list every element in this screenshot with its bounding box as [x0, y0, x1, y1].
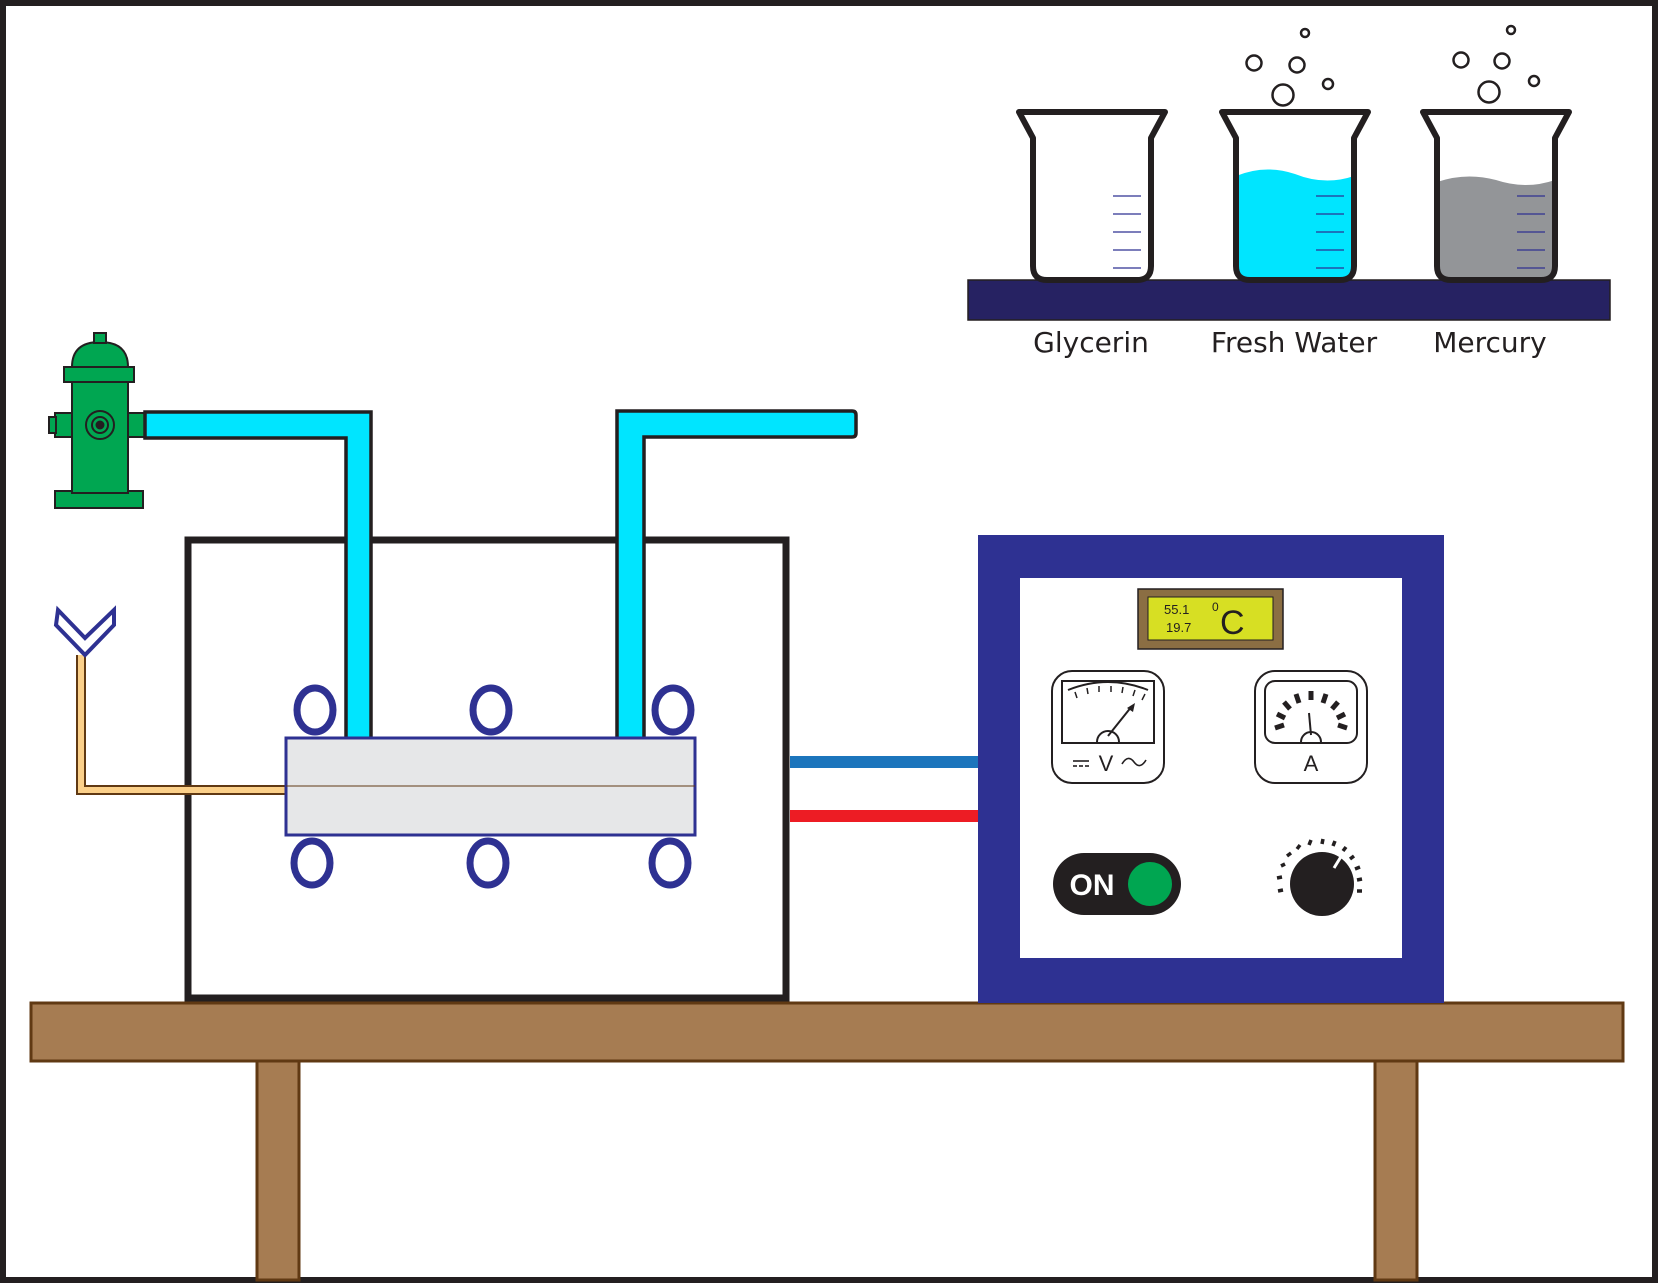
table-leg-left: [255, 1058, 301, 1282]
table-leg-right: [1373, 1058, 1419, 1282]
beaker-label-mercury: Mercury: [1433, 326, 1547, 359]
voltmeter-icon: V: [1051, 670, 1165, 784]
outlet-water-pipe: [615, 409, 858, 743]
bubbles-mercury: [1452, 24, 1541, 104]
beaker-fresh-water[interactable]: [1219, 109, 1371, 283]
power-switch-label: ON: [1070, 869, 1115, 902]
graduation-marks: [1517, 195, 1545, 269]
power-indicator-light: [1128, 862, 1172, 906]
beaker-liquid: [1437, 176, 1555, 280]
beaker-shelf: [967, 279, 1611, 321]
graduation-marks: [1113, 195, 1141, 269]
beaker-body: [1420, 109, 1572, 283]
temperature-display: 55.1 19.7 0 C: [1137, 588, 1284, 650]
display-degree-mark: 0: [1212, 600, 1219, 614]
beaker-label-glycerin: Glycerin: [1033, 326, 1149, 359]
table-top: [29, 1001, 1625, 1063]
beaker-mercury[interactable]: [1420, 109, 1572, 283]
display-reading-2: 19.7: [1166, 620, 1191, 635]
knob-body: [1290, 852, 1354, 916]
display-reading-1: 55.1: [1164, 602, 1189, 617]
power-switch[interactable]: ON: [1053, 853, 1181, 915]
ammeter-label: A: [1304, 751, 1319, 776]
wire-red: [790, 810, 978, 822]
voltmeter-label: V: [1099, 751, 1114, 776]
beaker-glycerin[interactable]: [1016, 109, 1168, 283]
bubbles-fresh-water: [1245, 27, 1335, 107]
control-knob[interactable]: [1276, 838, 1363, 916]
beaker-body: [1016, 109, 1168, 283]
knob-pointer: [1332, 854, 1344, 869]
probe-funnel-icon: [53, 605, 116, 658]
ammeter-icon: A: [1254, 670, 1368, 784]
beaker-label-fresh-water: Fresh Water: [1211, 326, 1378, 359]
heating-coil-rings: [290, 684, 695, 889]
beaker-liquid: [1236, 169, 1354, 280]
wire-blue: [790, 756, 978, 768]
lab-table: [29, 1001, 1625, 1282]
graduation-marks: [1316, 195, 1344, 269]
display-unit: C: [1220, 604, 1245, 642]
fire-hydrant-icon: [48, 332, 146, 509]
beaker-body: [1219, 109, 1371, 283]
